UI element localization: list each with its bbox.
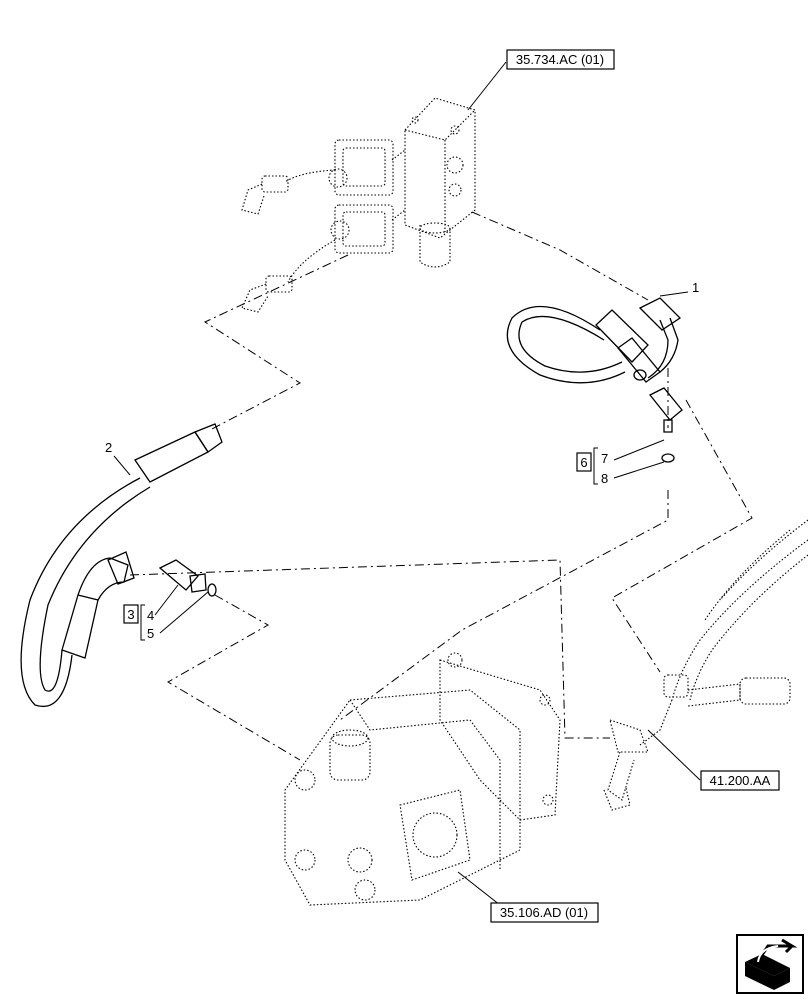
reference-valve-block-label: 35.734.AC (01) <box>516 52 604 67</box>
connection-lines <box>129 211 753 761</box>
hydraulic-lines-bundle <box>603 519 808 811</box>
callout-7: 7 <box>601 451 608 466</box>
callout-1: 1 <box>692 280 699 295</box>
reference-valve-block[interactable]: 35.734.AC (01) <box>506 49 615 70</box>
valve-block <box>241 97 476 313</box>
reference-hydraulic-lines-label: 41.200.AA <box>710 773 771 788</box>
leader-lines <box>113 61 701 906</box>
reference-hydraulic-lines[interactable]: 41.200.AA <box>700 770 780 791</box>
callout-5: 5 <box>147 626 154 641</box>
next-page-arrow-icon[interactable] <box>736 934 804 994</box>
reference-pump[interactable]: 35.106.AD (01) <box>490 902 599 923</box>
hydraulic-pump <box>284 652 561 906</box>
callout-2: 2 <box>105 440 112 455</box>
reference-pump-label: 35.106.AD (01) <box>500 905 588 920</box>
callout-8: 8 <box>601 471 608 486</box>
callout-4: 4 <box>147 608 154 623</box>
hose-assembly-1 <box>506 297 683 463</box>
callout-3: 3 <box>127 607 134 622</box>
hose-assembly-2 <box>20 423 223 707</box>
callout-6: 6 <box>580 455 587 470</box>
callout-3-box <box>123 604 139 624</box>
callout-6-box <box>576 452 592 472</box>
